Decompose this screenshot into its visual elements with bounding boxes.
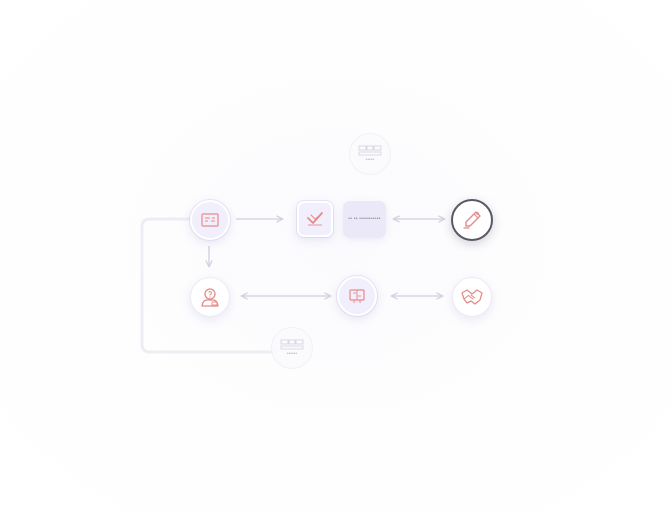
person-question-icon	[201, 288, 219, 307]
checkmark-icon	[307, 212, 323, 226]
node-checkmark[interactable]	[297, 201, 333, 237]
ghost-node-bottom: ••••••	[271, 327, 313, 369]
ghost-top-label: •••••	[365, 156, 375, 163]
document-card-icon	[201, 213, 219, 227]
loop-connector	[140, 217, 278, 354]
step-label-text: •• •• •••••••••••	[348, 216, 381, 222]
node-edit[interactable]	[451, 199, 493, 241]
node-person-question[interactable]	[190, 277, 230, 317]
device-gear-icon	[349, 289, 365, 303]
faded-grid-icon	[280, 339, 304, 350]
faded-grid-icon	[358, 145, 382, 156]
step-label-box: •• •• •••••••••••	[343, 201, 386, 238]
ghost-bottom-label: ••••••	[286, 350, 298, 357]
pencil-edit-icon	[463, 211, 481, 229]
node-handshake[interactable]	[452, 277, 492, 317]
handshake-icon	[461, 289, 483, 305]
node-device[interactable]	[337, 276, 377, 316]
ghost-node-top: •••••	[349, 133, 391, 175]
node-document[interactable]	[190, 200, 230, 240]
